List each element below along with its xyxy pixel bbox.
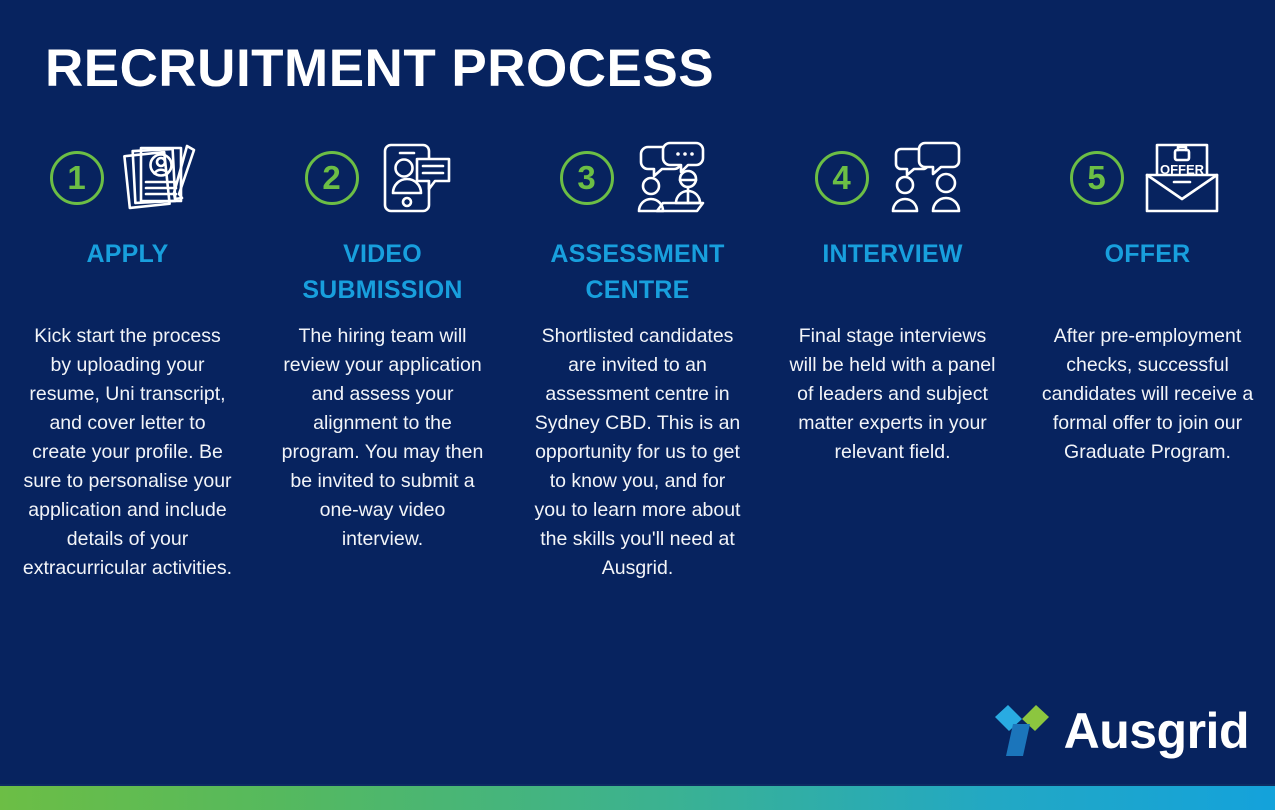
step-3: 3 [510,133,765,308]
step-3-number: 3 [577,158,596,196]
step-2-number-badge: 2 [304,151,359,205]
step-4: 4 INTERVIEW [765,133,1020,273]
step-2-description-cell: The hiring team will review your applica… [255,322,510,554]
step-5-description: After pre-employment checks, successful … [1041,325,1254,464]
step-3-number-badge: 3 [559,151,614,205]
step-1-number: 1 [67,158,86,196]
step-2-label: VIDEO SUBMISSION [302,240,463,304]
step-5-number-badge: 5 [1069,151,1124,205]
step-4-head: 4 [814,133,971,223]
page-title: RECRUITMENT PROCESS [45,39,715,98]
step-5-description-cell: After pre-employment checks, successful … [1020,322,1275,467]
footer-gradient-bar [0,786,1275,810]
step-4-number: 4 [832,158,851,196]
phone-video-chat-icon [373,139,461,217]
step-1: 1 APPLY [0,133,255,273]
step-5-label: OFFER [1104,240,1191,268]
group-discussion-table-icon [628,139,716,217]
two-people-speech-bubbles-icon [883,139,971,217]
step-5: 5 OFFER OFFER [1020,133,1275,273]
step-4-label: INTERVIEW [822,240,963,268]
step-3-description-cell: Shortlisted candidates are invited to an… [510,322,765,583]
step-1-description-cell: Kick start the process by uploading your… [0,322,255,583]
envelope-offer-letter-icon: OFFER [1138,139,1226,217]
ausgrid-arrow-mark [992,699,1054,762]
step-1-number-badge: 1 [49,151,104,205]
steps-header-row: 1 APPLY [0,133,1275,308]
step-1-description: Kick start the process by uploading your… [22,325,233,580]
step-2: 2 VIDEO SUBMISSION [255,133,510,308]
ausgrid-logo: Ausgrid [992,699,1250,762]
step-5-head: 5 OFFER [1069,133,1226,223]
step-4-number-badge: 4 [814,151,869,205]
step-2-number: 2 [322,158,341,196]
resume-document-icon [118,139,206,217]
svg-text:OFFER: OFFER [1159,162,1204,177]
steps-description-row: Kick start the process by uploading your… [0,322,1275,583]
step-3-head: 3 [559,133,716,223]
step-4-description-cell: Final stage interviews will be held with… [765,322,1020,467]
step-2-head: 2 [304,133,461,223]
ausgrid-wordmark: Ausgrid [1063,702,1250,759]
step-2-description: The hiring team will review your applica… [281,325,484,551]
step-4-description: Final stage interviews will be held with… [789,325,996,464]
step-5-number: 5 [1087,158,1106,196]
step-1-head: 1 [49,133,206,223]
step-3-label: ASSESSMENT CENTRE [550,240,725,304]
footer-bar-separator [0,784,1275,786]
step-3-description: Shortlisted candidates are invited to an… [534,325,741,580]
step-1-label: APPLY [86,240,169,268]
